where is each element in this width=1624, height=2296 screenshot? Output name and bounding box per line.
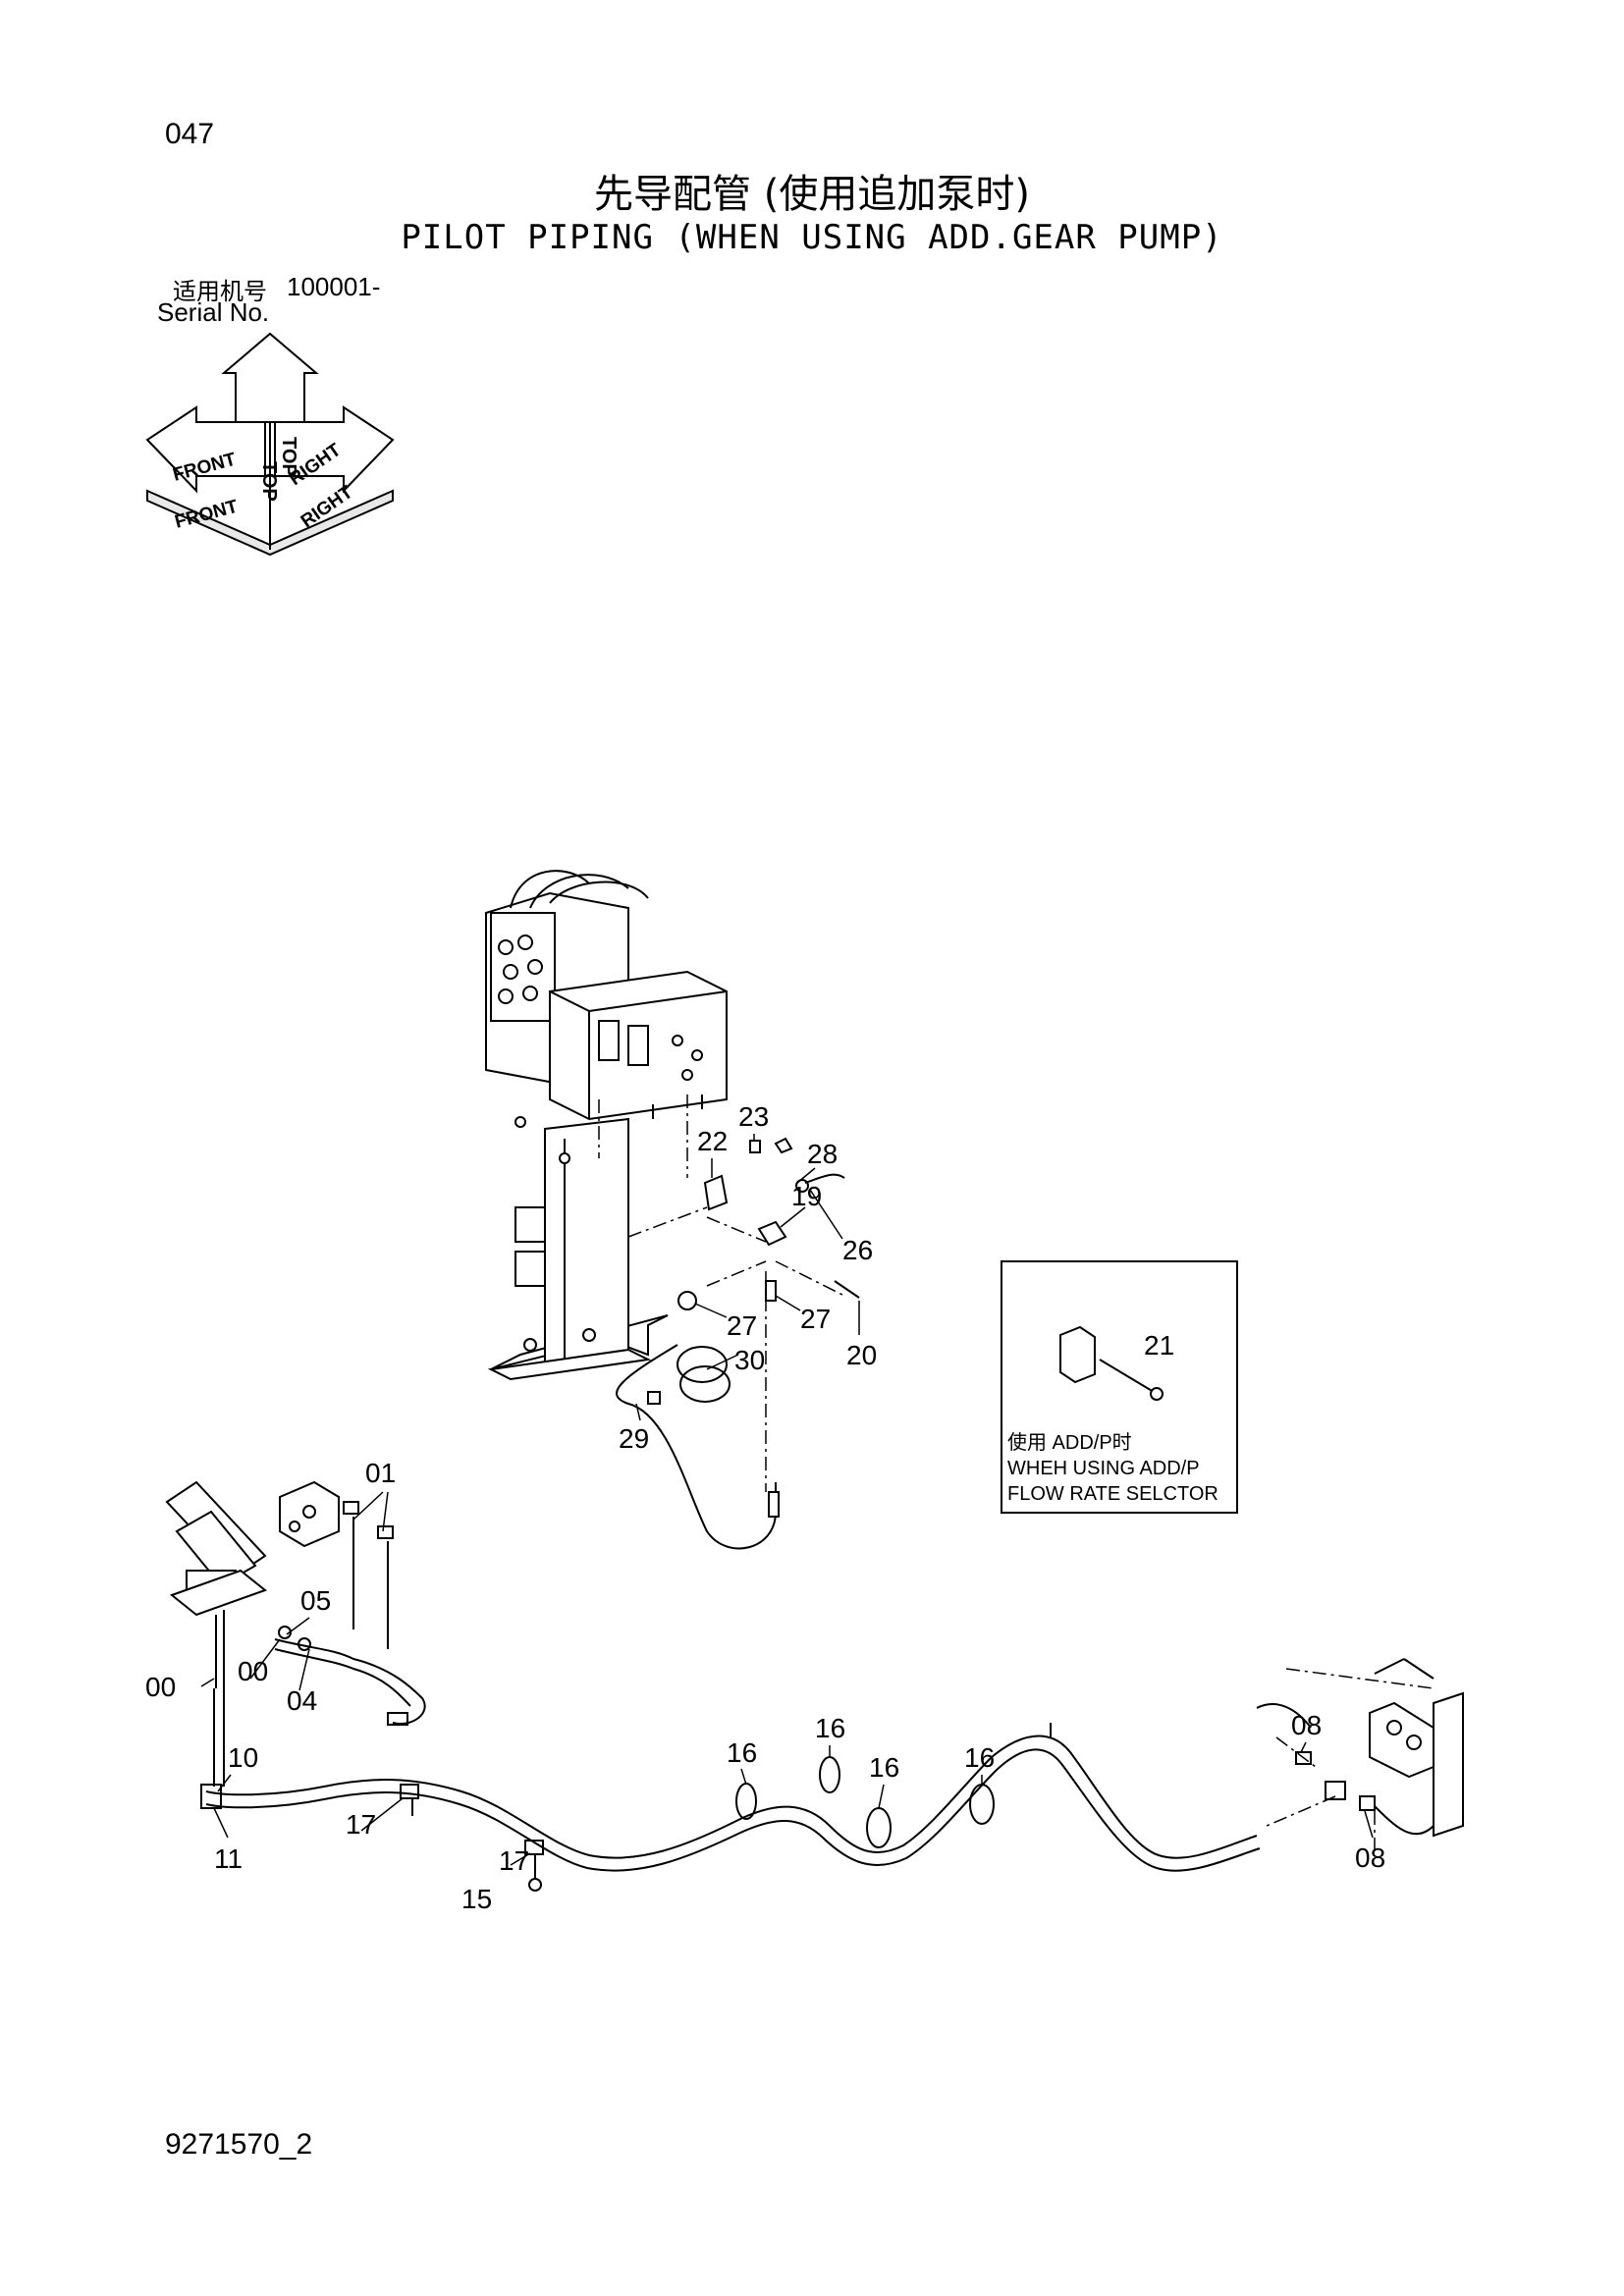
badge-top-label-2: TOP [278, 437, 299, 477]
callout-26: 26 [842, 1235, 873, 1265]
callout-17-left: 17 [346, 1809, 376, 1840]
callout-05: 05 [300, 1585, 331, 1616]
bolt-part-20 [834, 1280, 860, 1299]
serial-label-chinese: 适用机号 [173, 278, 267, 305]
top-arrow-icon [221, 332, 319, 423]
callout-30: 30 [734, 1345, 765, 1375]
callout-19: 19 [791, 1181, 822, 1211]
callout-22: 22 [697, 1126, 728, 1156]
inset-line-2: WHEH USING ADD/P [1007, 1458, 1200, 1479]
callout-27-left: 27 [727, 1310, 757, 1341]
flow-selector-icon [1059, 1325, 1096, 1384]
right-arrow-icon [274, 405, 395, 494]
inset-line-3: FLOW RATE SELCTOR [1007, 1483, 1218, 1505]
hose-part-29 [616, 1344, 777, 1550]
callout-20: 20 [846, 1340, 877, 1370]
title-english: PILOT PIPING (WHEN USING ADD.GEAR PUMP) [401, 218, 1223, 257]
block-part-19 [757, 1220, 787, 1247]
clamp-part-30 [677, 1346, 728, 1383]
orientation-badge [145, 332, 395, 557]
right-valve-assembly [1256, 1658, 1464, 1838]
callout-27-right: 27 [800, 1304, 831, 1334]
page-number: 047 [165, 118, 215, 150]
callout-00-right: 00 [238, 1656, 268, 1686]
callout-28: 28 [807, 1139, 838, 1169]
callout-04: 04 [287, 1685, 317, 1716]
callout-23: 23 [738, 1101, 769, 1132]
callout-08-top: 08 [1291, 1710, 1322, 1740]
construction-lines [598, 1095, 845, 1492]
control-valve-assembly [485, 870, 728, 1121]
callout-17-right: 17 [499, 1845, 529, 1876]
callout-15: 15 [461, 1884, 492, 1914]
callout-16-c: 16 [869, 1752, 899, 1783]
pedal-assembly [165, 1480, 394, 1688]
serial-range: 100001- [287, 272, 381, 301]
inset-part-number: 21 [1144, 1330, 1174, 1361]
bolt-part-23 [749, 1140, 761, 1153]
inset-line-1: 使用 ADD/P时 [1007, 1431, 1132, 1454]
mounting-bracket [487, 1116, 669, 1381]
callout-16-d: 16 [964, 1742, 995, 1773]
washer-part-28 [774, 1137, 793, 1154]
nipple-part-27 [765, 1280, 777, 1302]
callout-08-bottom: 08 [1355, 1842, 1385, 1873]
callout-16-a: 16 [727, 1737, 757, 1768]
inset-box [1001, 1260, 1238, 1514]
plug-part-27 [677, 1291, 697, 1310]
front-arrow-icon [145, 405, 266, 494]
callout-00-left: 00 [145, 1672, 176, 1702]
callout-29: 29 [619, 1423, 649, 1454]
right-construction-lines [1266, 1668, 1435, 1855]
callout-16-b: 16 [815, 1713, 845, 1743]
callout-10: 10 [228, 1742, 258, 1773]
callout-11: 11 [214, 1843, 243, 1874]
title-chinese: 先导配管 (使用追加泵时) [594, 172, 1030, 217]
document-number: 9271570_2 [165, 2128, 313, 2161]
main-hose-run [200, 1626, 1261, 1892]
bolt-icon [514, 1116, 526, 1128]
callout-01: 01 [365, 1458, 396, 1488]
leader-lines [200, 1134, 1374, 1866]
badge-top-label: TOP [258, 461, 280, 502]
serial-label-english: Serial No. [157, 297, 270, 327]
plate-part-22 [703, 1174, 729, 1211]
fitting-parts [616, 1137, 860, 1550]
